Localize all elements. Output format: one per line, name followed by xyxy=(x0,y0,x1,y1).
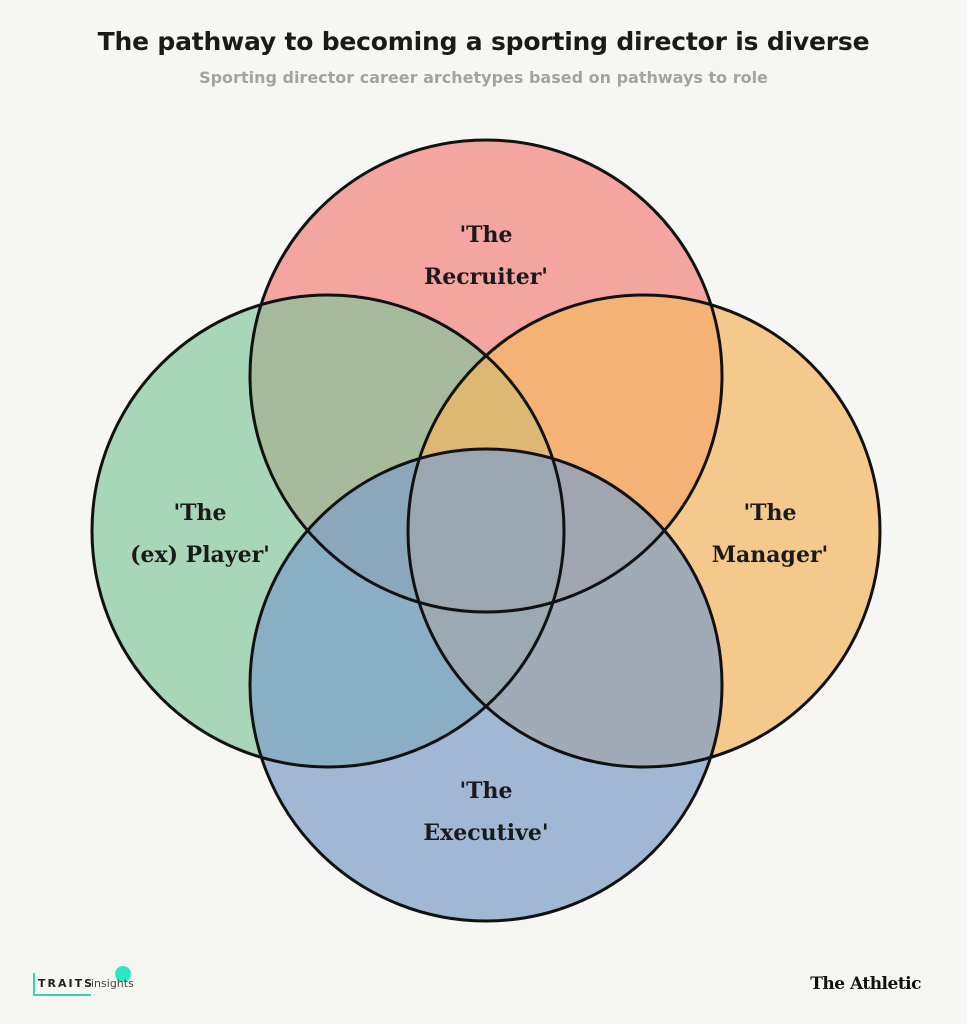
outline-player xyxy=(90,293,566,769)
traits-insights-logo: TRAITS insights xyxy=(33,966,143,998)
circle-executive xyxy=(250,449,722,921)
label-player-line1: 'The xyxy=(173,500,226,526)
chart-title: The pathway to becoming a sporting direc… xyxy=(97,27,870,56)
outline-recruiter xyxy=(248,138,724,614)
traits-logo-insights: insights xyxy=(91,977,134,990)
label-manager-line2: Manager' xyxy=(712,542,829,568)
outline-executive xyxy=(248,447,724,923)
outline-manager xyxy=(406,293,882,769)
traits-logo-underline xyxy=(33,994,91,996)
traits-logo-bar xyxy=(33,973,35,995)
traits-logo-word: TRAITS xyxy=(38,977,95,990)
chart-subtitle: Sporting director career archetypes base… xyxy=(199,68,768,87)
traits-logo-dot xyxy=(115,966,131,982)
label-manager-line1: 'The xyxy=(743,500,796,526)
label-recruiter-line2: Recruiter' xyxy=(424,264,548,290)
the-athletic-logo: The Athletic xyxy=(810,974,921,994)
label-executive-line2: Executive' xyxy=(423,820,548,846)
venn-outlines xyxy=(90,138,882,923)
label-player-line2: (ex) Player' xyxy=(130,542,270,568)
label-executive-line1: 'The xyxy=(459,778,512,804)
venn-fills xyxy=(92,140,880,921)
label-recruiter-line1: 'The xyxy=(459,222,512,248)
venn-labels: 'The Recruiter' 'The (ex) Player' 'The M… xyxy=(130,222,828,846)
